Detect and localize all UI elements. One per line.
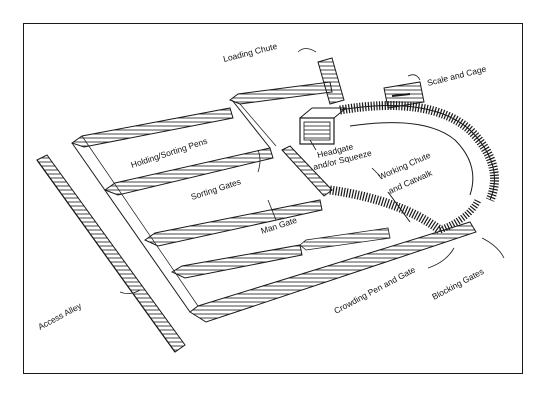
label-sorting-gates: Sorting Gates [190,176,243,202]
leader-lines [119,48,505,294]
label-blocking-gates: Blocking Gates [430,266,485,302]
diagram-frame [23,23,523,374]
label-access-alley: Access Alley [36,300,83,332]
label-scale-and-cage: Scale and Cage [426,64,487,88]
center-fences [281,145,391,251]
scale-cage-structure [383,81,425,109]
label-loading-chute: Loading Chute [222,41,278,64]
access-alley-fence [36,154,186,353]
loading-chute-structure [317,57,345,105]
crowding-pen-structure [329,185,482,234]
front-perimeter-fence [189,221,477,323]
pen-fences [70,107,323,313]
back-fence [228,81,333,149]
working-chute-structure [339,101,499,202]
headgate-structure [299,107,347,145]
